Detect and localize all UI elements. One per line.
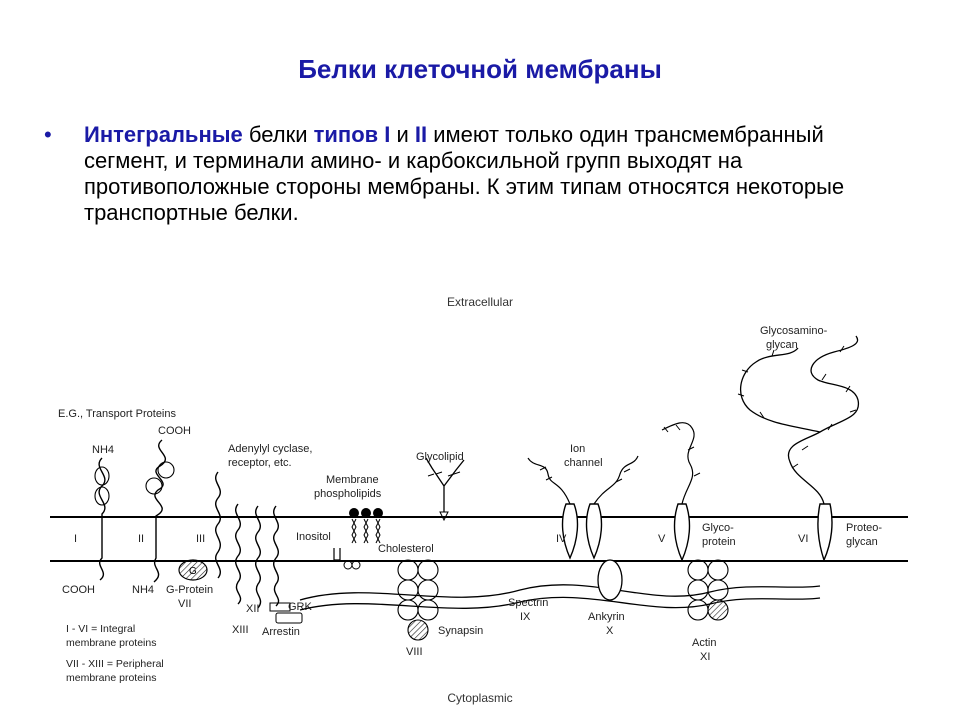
membrane-protein-diagram: Extracellular Cytoplasmic I - VI = Integ… [50,290,920,715]
label-glyco-2: protein [702,536,736,548]
label-actin: Actin [692,637,716,649]
synapsin-spectrin: VIII Synapsin Spectrin IX [299,559,821,658]
legend-line-1: I - VI = Integral [66,623,135,635]
protein-type-2: COOH II NH4 [132,425,191,596]
label-nh4-bottom: NH4 [132,584,154,596]
label-eg-transport: E.G., Transport Proteins [58,408,176,420]
label-roman-9: IX [520,611,531,623]
label-inositol: Inositol [296,531,331,543]
glycolipid: Glycolipid [416,451,465,522]
label-roman-11: XI [700,651,710,663]
slide-title: Белки клеточной мембраны [298,54,662,84]
label-gag-1: Glycosamino- [760,325,828,337]
membrane-phospholipids: Membrane phospholipids Inositol Choleste… [296,474,434,570]
label-glyco-1: Glyco- [702,522,734,534]
label-cooh-bottom: COOH [62,584,95,596]
text-segment: имеют только один трансмембранный сегмен… [84,122,845,225]
label-ion-1: Ion [570,443,585,455]
label-glycolipid: Glycolipid [416,451,464,463]
label-roman-5: V [658,533,666,545]
label-synapsin: Synapsin [438,625,483,637]
label-roman-7: VII [178,598,191,610]
label-grk: GRK [288,601,313,613]
label-roman-4: IV [556,533,567,545]
label-ankyrin: Ankyrin [588,611,625,623]
proteoglycan: Glycosamino- glycan VI Proteo- glycan [737,325,882,562]
label-extracellular: Extracellular [447,295,513,309]
protein-type-3: Adenylyl cyclase, receptor, etc. III [196,443,312,609]
label-ion-2: channel [564,457,603,469]
term-type-2: II [414,122,428,147]
label-cooh-top: COOH [158,425,191,437]
text-segment: и [390,122,415,147]
legend-line-4: membrane proteins [66,672,156,684]
g-protein: G G-Protein VII [166,559,213,610]
legend-line-2: membrane proteins [66,637,156,649]
label-roman-12: XII [246,603,259,615]
label-proteo-2: glycan [846,536,878,548]
protein-kinase-group: XII GRK XIII Arrestin [232,601,313,638]
label-roman-1: I [74,533,77,545]
protein-type-1: E.G., Transport Proteins NH4 I COOH [58,408,176,596]
term-type-1: типов I [313,122,391,147]
label-g-letter: G [189,566,197,577]
label-membrane-1: Membrane [326,474,379,486]
text-segment: белки [242,122,314,147]
ion-channel: Ion channel IV [527,443,639,560]
ankyrin: Ankyrin X [588,559,625,637]
label-gag-2: glycan [766,339,798,351]
label-nh4-top: NH4 [92,444,114,456]
label-membrane-2: phospholipids [314,488,382,500]
label-proteo-1: Proteo- [846,522,882,534]
label-adenylyl-2: receptor, etc. [228,457,292,469]
label-cytoplasmic: Cytoplasmic [447,691,512,705]
term-integral: Интегральные [84,122,243,147]
label-roman-13: XIII [232,624,249,636]
label-roman-8: VIII [406,646,423,658]
label-cholesterol: Cholesterol [378,543,434,555]
label-roman-10: X [606,625,614,637]
legend: I - VI = Integral membrane proteins VII … [66,623,164,684]
glycoprotein: V Glyco- protein [658,422,736,562]
label-arrestin: Arrestin [262,626,300,638]
legend-line-3: VII - XIII = Peripheral [66,658,164,670]
lipid-bilayer [50,516,908,562]
bullet-symbol: • [44,122,52,147]
label-roman-3: III [196,533,205,545]
bullet-text: Интегральные белки типов I и II имеют то… [84,122,904,226]
label-roman-6: VI [798,533,808,545]
label-spectrin: Spectrin [508,597,548,609]
label-g-protein: G-Protein [166,584,213,596]
actin: Actin XI [687,559,729,663]
label-adenylyl-1: Adenylyl cyclase, [228,443,312,455]
label-roman-2: II [138,533,144,545]
